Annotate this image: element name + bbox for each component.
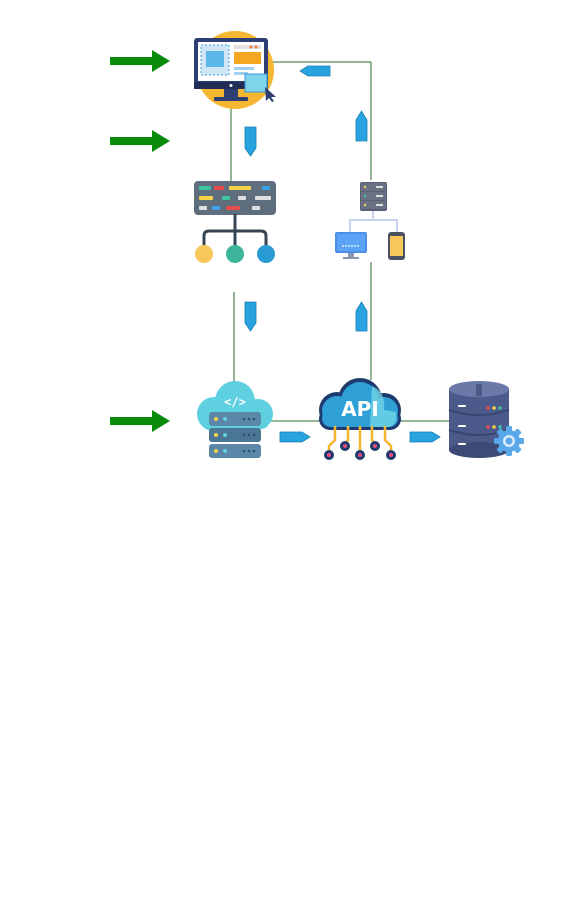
flow-arrow-down-1 xyxy=(244,126,257,157)
flow-arrows xyxy=(244,65,441,443)
flow-arrow-up-2 xyxy=(355,110,368,142)
server-devices-icon xyxy=(335,182,405,260)
input-arrow-monitor xyxy=(110,50,170,72)
input-arrow-hierarchy xyxy=(110,130,170,152)
api-cloud-icon: API xyxy=(319,378,401,460)
flow-arrow-left xyxy=(299,65,331,77)
input-arrows xyxy=(110,50,170,432)
flow-arrow-right-1 xyxy=(279,431,311,443)
flow-arrow-down-2 xyxy=(244,301,257,332)
input-arrow-cloud xyxy=(110,410,170,432)
flow-arrow-right-2 xyxy=(409,431,441,443)
code-glyph: </> xyxy=(224,395,246,409)
flow-arrow-up-1 xyxy=(355,301,368,332)
api-label: API xyxy=(341,397,379,421)
web-app-monitor-icon xyxy=(194,31,276,109)
cloud-code-server-icon: </> xyxy=(197,381,273,458)
hierarchy-tree-icon xyxy=(194,181,276,263)
database-gear-icon xyxy=(448,381,524,458)
